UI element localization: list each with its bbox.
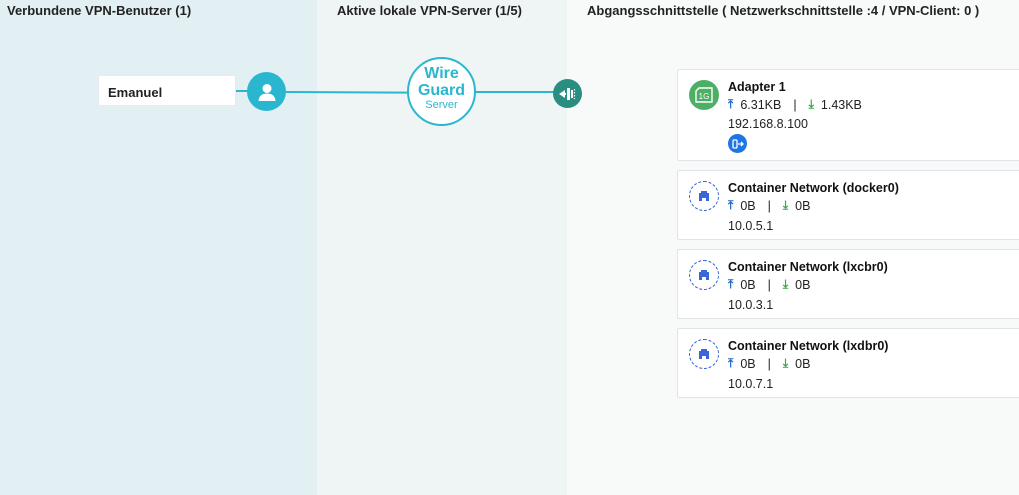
- interface-card-adapter-1[interactable]: 1G Adapter 1 ⤒ 6.31KB | ⤓ 1.43KB 192.168…: [677, 69, 1019, 161]
- active-servers-title: Aktive lokale VPN-Server (1/5): [337, 3, 522, 18]
- interface-traffic: ⤒ 0B | ⤓ 0B: [728, 356, 810, 371]
- upload-icon: ⤒: [728, 198, 734, 212]
- download-value: 1.43KB: [820, 97, 862, 112]
- upload-value: 0B: [740, 198, 756, 213]
- upload-icon: ⤒: [728, 97, 734, 111]
- interface-name: Adapter 1: [728, 80, 786, 94]
- network-icon: [689, 339, 719, 369]
- wireguard-server-label: Server: [425, 99, 458, 111]
- download-value: 0B: [795, 198, 811, 213]
- upload-value: 0B: [740, 277, 756, 292]
- connected-users-title: Verbundene VPN-Benutzer (1): [7, 3, 192, 18]
- vpn-user-card[interactable]: Emanuel: [98, 75, 236, 106]
- interface-card-lxdbr0[interactable]: Container Network (lxdbr0) ⤒ 0B | ⤓ 0B 1…: [677, 328, 1019, 398]
- interface-traffic: ⤒ 6.31KB | ⤓ 1.43KB: [728, 97, 862, 112]
- user-avatar-glyph: [258, 83, 275, 101]
- interface-ip: 192.168.8.100: [728, 117, 808, 131]
- vpn-route-icon: [731, 138, 744, 149]
- network-icon: [689, 181, 719, 211]
- wireguard-line2: Guard: [417, 82, 466, 99]
- wireguard-server-badge[interactable]: Wire Guard Server: [407, 57, 476, 126]
- wireguard-line1: Wire: [424, 65, 459, 82]
- connection-line-user: [236, 90, 248, 92]
- download-icon: ⤓: [782, 356, 789, 370]
- interface-card-lxcbr0[interactable]: Container Network (lxcbr0) ⤒ 0B | ⤓ 0B 1…: [677, 249, 1019, 319]
- interface-name: Container Network (docker0): [728, 181, 899, 195]
- vpn-user-name: Emanuel: [108, 85, 163, 100]
- traffic-separator: |: [793, 97, 797, 112]
- download-value: 0B: [795, 356, 811, 371]
- exit-interface-title: Abgangsschnittstelle ( Netzwerkschnittst…: [587, 3, 980, 18]
- interface-ip: 10.0.7.1: [728, 377, 774, 391]
- upload-value: 0B: [740, 356, 756, 371]
- interface-traffic: ⤒ 0B | ⤓ 0B: [728, 198, 810, 213]
- network-icon: [689, 260, 719, 290]
- svg-text:1G: 1G: [699, 92, 710, 101]
- download-icon: ⤓: [808, 97, 814, 111]
- traffic-separator: |: [767, 198, 771, 213]
- exit-interface-icon[interactable]: [553, 79, 582, 108]
- adapter-1g-icon: 1G: [689, 80, 719, 110]
- traffic-separator: |: [767, 356, 771, 371]
- interface-ip: 10.0.5.1: [728, 219, 774, 233]
- download-value: 0B: [795, 277, 811, 292]
- upload-value: 6.31KB: [740, 97, 782, 112]
- download-icon: ⤓: [782, 277, 789, 291]
- interface-name: Container Network (lxdbr0): [728, 339, 889, 353]
- interface-ip: 10.0.3.1: [728, 298, 774, 312]
- connection-line-server-exit: [475, 91, 555, 93]
- upload-icon: ⤒: [728, 356, 734, 370]
- vpn-route-button[interactable]: [728, 134, 747, 153]
- interface-name: Container Network (lxcbr0): [728, 260, 888, 274]
- user-icon[interactable]: [247, 72, 286, 111]
- interface-traffic: ⤒ 0B | ⤓ 0B: [728, 277, 810, 292]
- traffic-separator: |: [767, 277, 771, 292]
- interface-card-docker0[interactable]: Container Network (docker0) ⤒ 0B | ⤓ 0B …: [677, 170, 1019, 240]
- download-icon: ⤓: [782, 198, 789, 212]
- upload-icon: ⤒: [728, 277, 734, 291]
